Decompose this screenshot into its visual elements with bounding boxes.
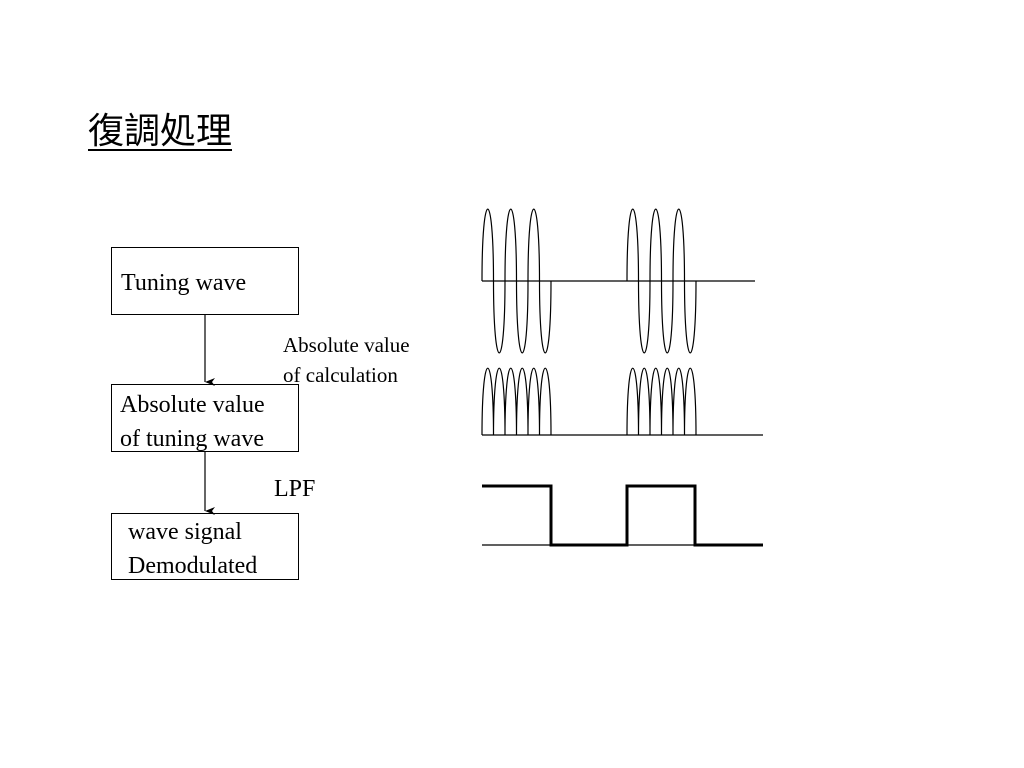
absolute-value-label-line1: Absolute value bbox=[120, 392, 265, 418]
tuning-wave-block: Tuning wave bbox=[111, 247, 299, 315]
absolute-waveform-trace bbox=[481, 367, 697, 436]
page-title: 復調処理 bbox=[88, 111, 233, 152]
tuning-waveform bbox=[481, 208, 755, 354]
demodulated-label-line1: wave signal bbox=[128, 519, 242, 545]
demodulated-label-line2: Demodulated bbox=[128, 553, 258, 579]
lpf-label: LPF bbox=[274, 476, 316, 502]
absolute-calculation-label: Absolute value of calculation bbox=[283, 330, 410, 390]
absolute-waveform bbox=[481, 367, 763, 436]
absolute-value-label-line2: of tuning wave bbox=[120, 426, 264, 452]
demodulated-waveform-trace bbox=[482, 484, 763, 547]
tuning-wave-label: Tuning wave bbox=[121, 270, 247, 296]
demodulated-waveform bbox=[482, 484, 763, 547]
absolute-value-block: Absolute value of tuning wave bbox=[111, 384, 299, 452]
tuning-waveform-trace bbox=[481, 208, 697, 354]
absolute-calculation-line1: Absolute value bbox=[283, 333, 410, 357]
absolute-calculation-line2: of calculation bbox=[283, 363, 398, 387]
